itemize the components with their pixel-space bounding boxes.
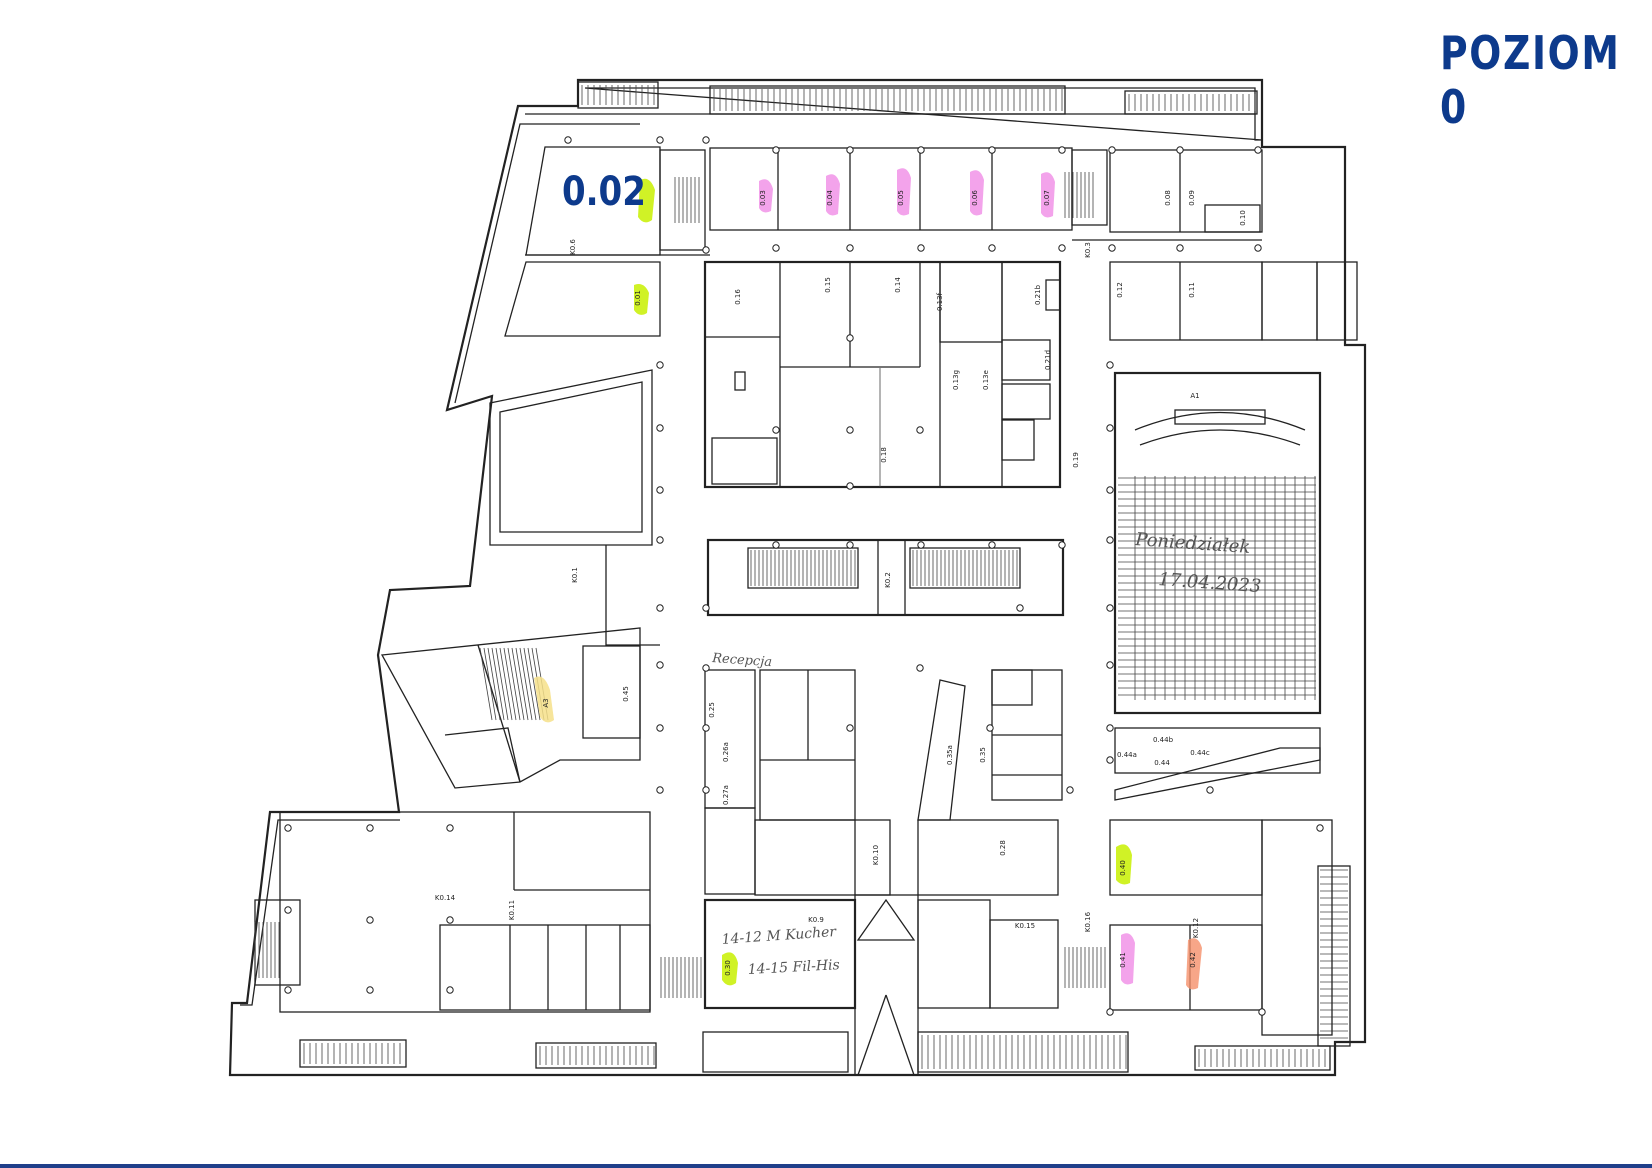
- room-label-r026a: 0.26a: [722, 742, 730, 762]
- room-label-r045: 0.45: [622, 686, 630, 702]
- stair-lines: [254, 172, 1106, 998]
- room-label-r035: 0.35: [979, 747, 987, 763]
- grille-lines: [303, 85, 1348, 1069]
- top-row-rooms: [504, 146, 1358, 341]
- highlighted-room-number: 0.02: [562, 168, 646, 214]
- bottom-border: [0, 1164, 1652, 1168]
- room-label-r013f: 0.13f: [936, 292, 944, 311]
- corridor-label: K0.15: [1015, 922, 1035, 930]
- lower-center-rooms: [703, 669, 1333, 1036]
- corridor-label: K0.16: [1084, 911, 1092, 932]
- room-label-r012: 0.12: [1116, 282, 1124, 298]
- room-label-r011: 0.11: [1188, 282, 1196, 298]
- room-label-r025: 0.25: [708, 702, 716, 718]
- room-label-r015: 0.15: [824, 277, 832, 293]
- room-label-r021b: 0.21b: [1034, 284, 1042, 305]
- room-label-r018: 0.18: [880, 447, 888, 463]
- corridor-label: K0.6: [569, 239, 577, 255]
- auditorium-a1: [1113, 371, 1322, 801]
- room-label-r044: 0.44: [1154, 759, 1170, 767]
- room-label-r044c: 0.44c: [1190, 749, 1210, 757]
- page-title: POZIOM 0: [1440, 26, 1621, 134]
- handwritten-auditorium-date: 17.04.2023: [1158, 569, 1262, 597]
- room-label-r009: 0.09: [1188, 190, 1196, 206]
- room-label-r035a: 0.35a: [946, 745, 954, 765]
- room-label-r041: 0.41: [1119, 952, 1127, 968]
- structural-columns: [284, 136, 1324, 1016]
- room-label-r007: 0.07: [1043, 190, 1051, 206]
- corridor-label: K0.12: [1192, 918, 1200, 938]
- highlight-marks: [534, 168, 1202, 990]
- handwritten-reception: Recepcja: [711, 651, 773, 670]
- room-label-r013g: 0.13g: [952, 370, 960, 390]
- room-label-r008: 0.08: [1164, 190, 1172, 206]
- vent-grilles: [299, 81, 1351, 1073]
- room-label-r044b: 0.44b: [1153, 736, 1174, 744]
- room-label-r019: 0.19: [1072, 452, 1080, 468]
- room-label-r027a: 0.27a: [722, 785, 730, 805]
- room-label-r014: 0.14: [894, 277, 902, 293]
- corridor-label: K0.14: [435, 894, 456, 902]
- room-label-r021d: 0.21d: [1044, 350, 1052, 370]
- room-label-r005: 0.05: [897, 190, 905, 206]
- corridor-label: K0.1: [571, 567, 579, 583]
- handwritten-note-1: 14-12 M Kucher: [721, 924, 838, 948]
- room-label-r003: 0.03: [759, 190, 767, 206]
- room-label-r030: 0.30: [724, 960, 732, 976]
- room-label-r001: 0.01: [634, 290, 642, 306]
- main-entrance: [854, 894, 919, 1076]
- room-label-r013e: 0.13e: [982, 370, 990, 390]
- left-wing: [254, 369, 660, 1013]
- room-labels: 0.01 0.03 0.04 0.05 0.06 0.07 0.08 0.09 0.10 0.11…: [435, 190, 1247, 976]
- room-label-r040: 0.40: [1119, 860, 1127, 876]
- auditorium-seating: [1118, 476, 1316, 700]
- room-label-r028: 0.28: [999, 840, 1007, 856]
- room-label-ra3: A3: [542, 698, 550, 707]
- room-label-r044a: 0.44a: [1117, 751, 1137, 759]
- corridor-label: K0.9: [808, 916, 824, 924]
- corridor-label: K0.11: [508, 900, 516, 920]
- room-label-r010: 0.10: [1239, 210, 1247, 226]
- room-label-r016: 0.16: [734, 289, 742, 305]
- room-label-r004: 0.04: [826, 190, 834, 206]
- corridor-label: K0.2: [884, 572, 892, 588]
- handwritten-auditorium-day: Poniedziałek: [1134, 529, 1251, 558]
- corridor-label: K0.3: [1084, 242, 1092, 258]
- handwritten-note-2: 14-15 Fil-His: [747, 957, 840, 978]
- central-stairs: [706, 538, 1065, 617]
- center-block-top: [703, 260, 1062, 489]
- corridor-label: K0.10: [872, 845, 880, 865]
- room-label-ra1: A1: [1190, 392, 1199, 400]
- room-label-r006: 0.06: [971, 190, 979, 206]
- room-label-r042: 0.42: [1189, 952, 1197, 968]
